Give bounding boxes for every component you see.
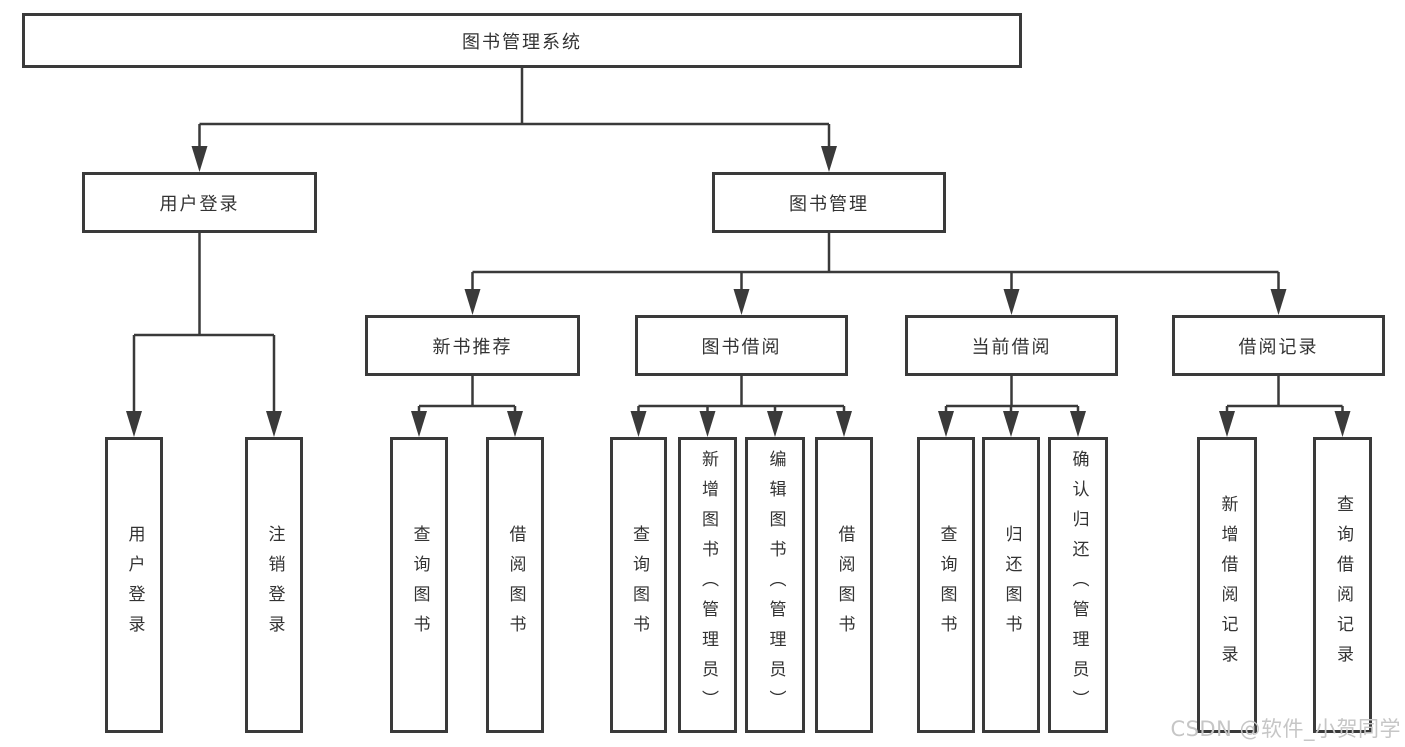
- node-user-login-label: 用户登录: [159, 193, 240, 215]
- watermark-text: CSDN @软件_小贺同学: [1170, 717, 1401, 741]
- node-book-borrowing: 图书借阅: [635, 315, 848, 376]
- leaf-borrow-books-recommend: 借阅图书: [486, 437, 544, 733]
- leaf-edit-books-admin: 编辑图书（管理员）: [745, 437, 805, 733]
- node-borrowing-records-label: 借阅记录: [1238, 336, 1319, 358]
- node-borrowing-records: 借阅记录: [1172, 315, 1385, 376]
- leaf-query-books-recommend: 查询图书: [390, 437, 448, 733]
- leaf-confirm-return-admin: 确认归还（管理员）: [1048, 437, 1108, 733]
- node-book-borrowing-label: 图书借阅: [701, 336, 782, 358]
- node-book-management-label: 图书管理: [789, 193, 869, 215]
- leaf-add-books-admin: 新增图书（管理员）: [678, 437, 737, 733]
- node-root-label: 图书管理系统: [462, 31, 582, 53]
- node-root-system: 图书管理系统: [22, 13, 1022, 68]
- node-new-book-recommend: 新书推荐: [365, 315, 580, 376]
- leaf-borrow-books: 借阅图书: [815, 437, 873, 733]
- node-new-book-recommend-label: 新书推荐: [432, 336, 513, 358]
- node-book-management: 图书管理: [712, 172, 946, 233]
- leaf-add-borrow-record: 新增借阅记录: [1197, 437, 1257, 733]
- leaf-logout: 注销登录: [245, 437, 303, 733]
- leaf-query-borrow-record: 查询借阅记录: [1313, 437, 1372, 733]
- node-current-borrowing: 当前借阅: [905, 315, 1118, 376]
- node-current-borrowing-label: 当前借阅: [971, 336, 1052, 358]
- leaf-user-login: 用户登录: [105, 437, 163, 733]
- node-user-login: 用户登录: [82, 172, 317, 233]
- leaf-query-books-current: 查询图书: [917, 437, 975, 733]
- arrowheads: [126, 146, 1351, 437]
- leaf-return-books: 归还图书: [982, 437, 1040, 733]
- leaf-query-books-borrowing: 查询图书: [610, 437, 667, 733]
